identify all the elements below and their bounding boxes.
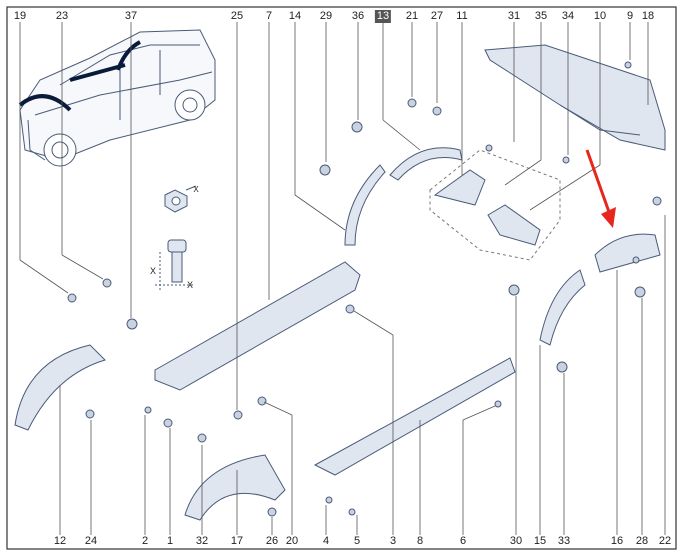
callout-6: 6 bbox=[459, 535, 467, 547]
axis-letter-3: X bbox=[193, 185, 199, 194]
callout-31: 31 bbox=[507, 10, 521, 22]
group-boundary bbox=[429, 149, 561, 261]
callout-14: 14 bbox=[288, 10, 302, 22]
callout-11: 11 bbox=[456, 10, 468, 22]
part-7-sill bbox=[154, 261, 361, 391]
callout-4: 4 bbox=[322, 535, 330, 547]
callout-10: 10 bbox=[593, 10, 607, 22]
callout-3: 3 bbox=[389, 535, 397, 547]
callout-27: 27 bbox=[430, 10, 444, 22]
callout-5: 5 bbox=[353, 535, 361, 547]
callout-37: 37 bbox=[124, 10, 138, 22]
part-spoiler bbox=[484, 44, 666, 151]
callout-18: 18 bbox=[641, 10, 655, 22]
callout-16: 16 bbox=[610, 535, 624, 547]
axis-letter-1: X bbox=[149, 266, 157, 276]
bolt-detail bbox=[155, 239, 195, 290]
callout-21: 21 bbox=[405, 10, 419, 22]
red-indicator-arrow bbox=[585, 149, 616, 228]
callout-32: 32 bbox=[195, 535, 209, 547]
callout-12: 12 bbox=[53, 535, 67, 547]
part-11-bracket bbox=[433, 169, 486, 206]
part-10-bracket bbox=[487, 204, 541, 246]
callout-19: 19 bbox=[13, 10, 27, 22]
callout-17: 17 bbox=[230, 535, 244, 547]
axis-letter-2: X bbox=[186, 280, 194, 290]
callout-25: 25 bbox=[230, 10, 244, 22]
fasteners bbox=[67, 61, 662, 517]
callout-7: 7 bbox=[265, 10, 273, 22]
part-14-arch-trim bbox=[344, 164, 386, 246]
part-12-arch bbox=[14, 344, 106, 431]
diagram-border bbox=[6, 6, 677, 550]
callout-22: 22 bbox=[658, 535, 672, 547]
part-8-sill bbox=[313, 357, 516, 476]
callout-29: 29 bbox=[319, 10, 333, 22]
callout-33: 33 bbox=[557, 535, 571, 547]
callout-15: 15 bbox=[533, 535, 547, 547]
callout-36: 36 bbox=[351, 10, 365, 22]
leader-lines bbox=[19, 22, 666, 535]
callout-28: 28 bbox=[635, 535, 649, 547]
part-17-arch bbox=[184, 454, 286, 521]
part-13-arch bbox=[389, 147, 463, 181]
callout-35: 35 bbox=[534, 10, 548, 22]
callout-34: 34 bbox=[561, 10, 575, 22]
fastener-detail-top bbox=[164, 185, 197, 213]
callout-8: 8 bbox=[416, 535, 424, 547]
callout-30: 30 bbox=[509, 535, 523, 547]
callout-13-highlighted: 13 bbox=[374, 10, 392, 23]
callout-1: 1 bbox=[166, 535, 174, 547]
callout-26: 26 bbox=[265, 535, 279, 547]
callout-2: 2 bbox=[141, 535, 149, 547]
callout-23: 23 bbox=[55, 10, 69, 22]
callout-9: 9 bbox=[626, 10, 634, 22]
vehicle-illustration bbox=[18, 29, 216, 167]
part-16-trim bbox=[594, 233, 661, 273]
callout-20: 20 bbox=[285, 535, 299, 547]
part-15-trim bbox=[539, 269, 586, 346]
callout-24: 24 bbox=[84, 535, 98, 547]
